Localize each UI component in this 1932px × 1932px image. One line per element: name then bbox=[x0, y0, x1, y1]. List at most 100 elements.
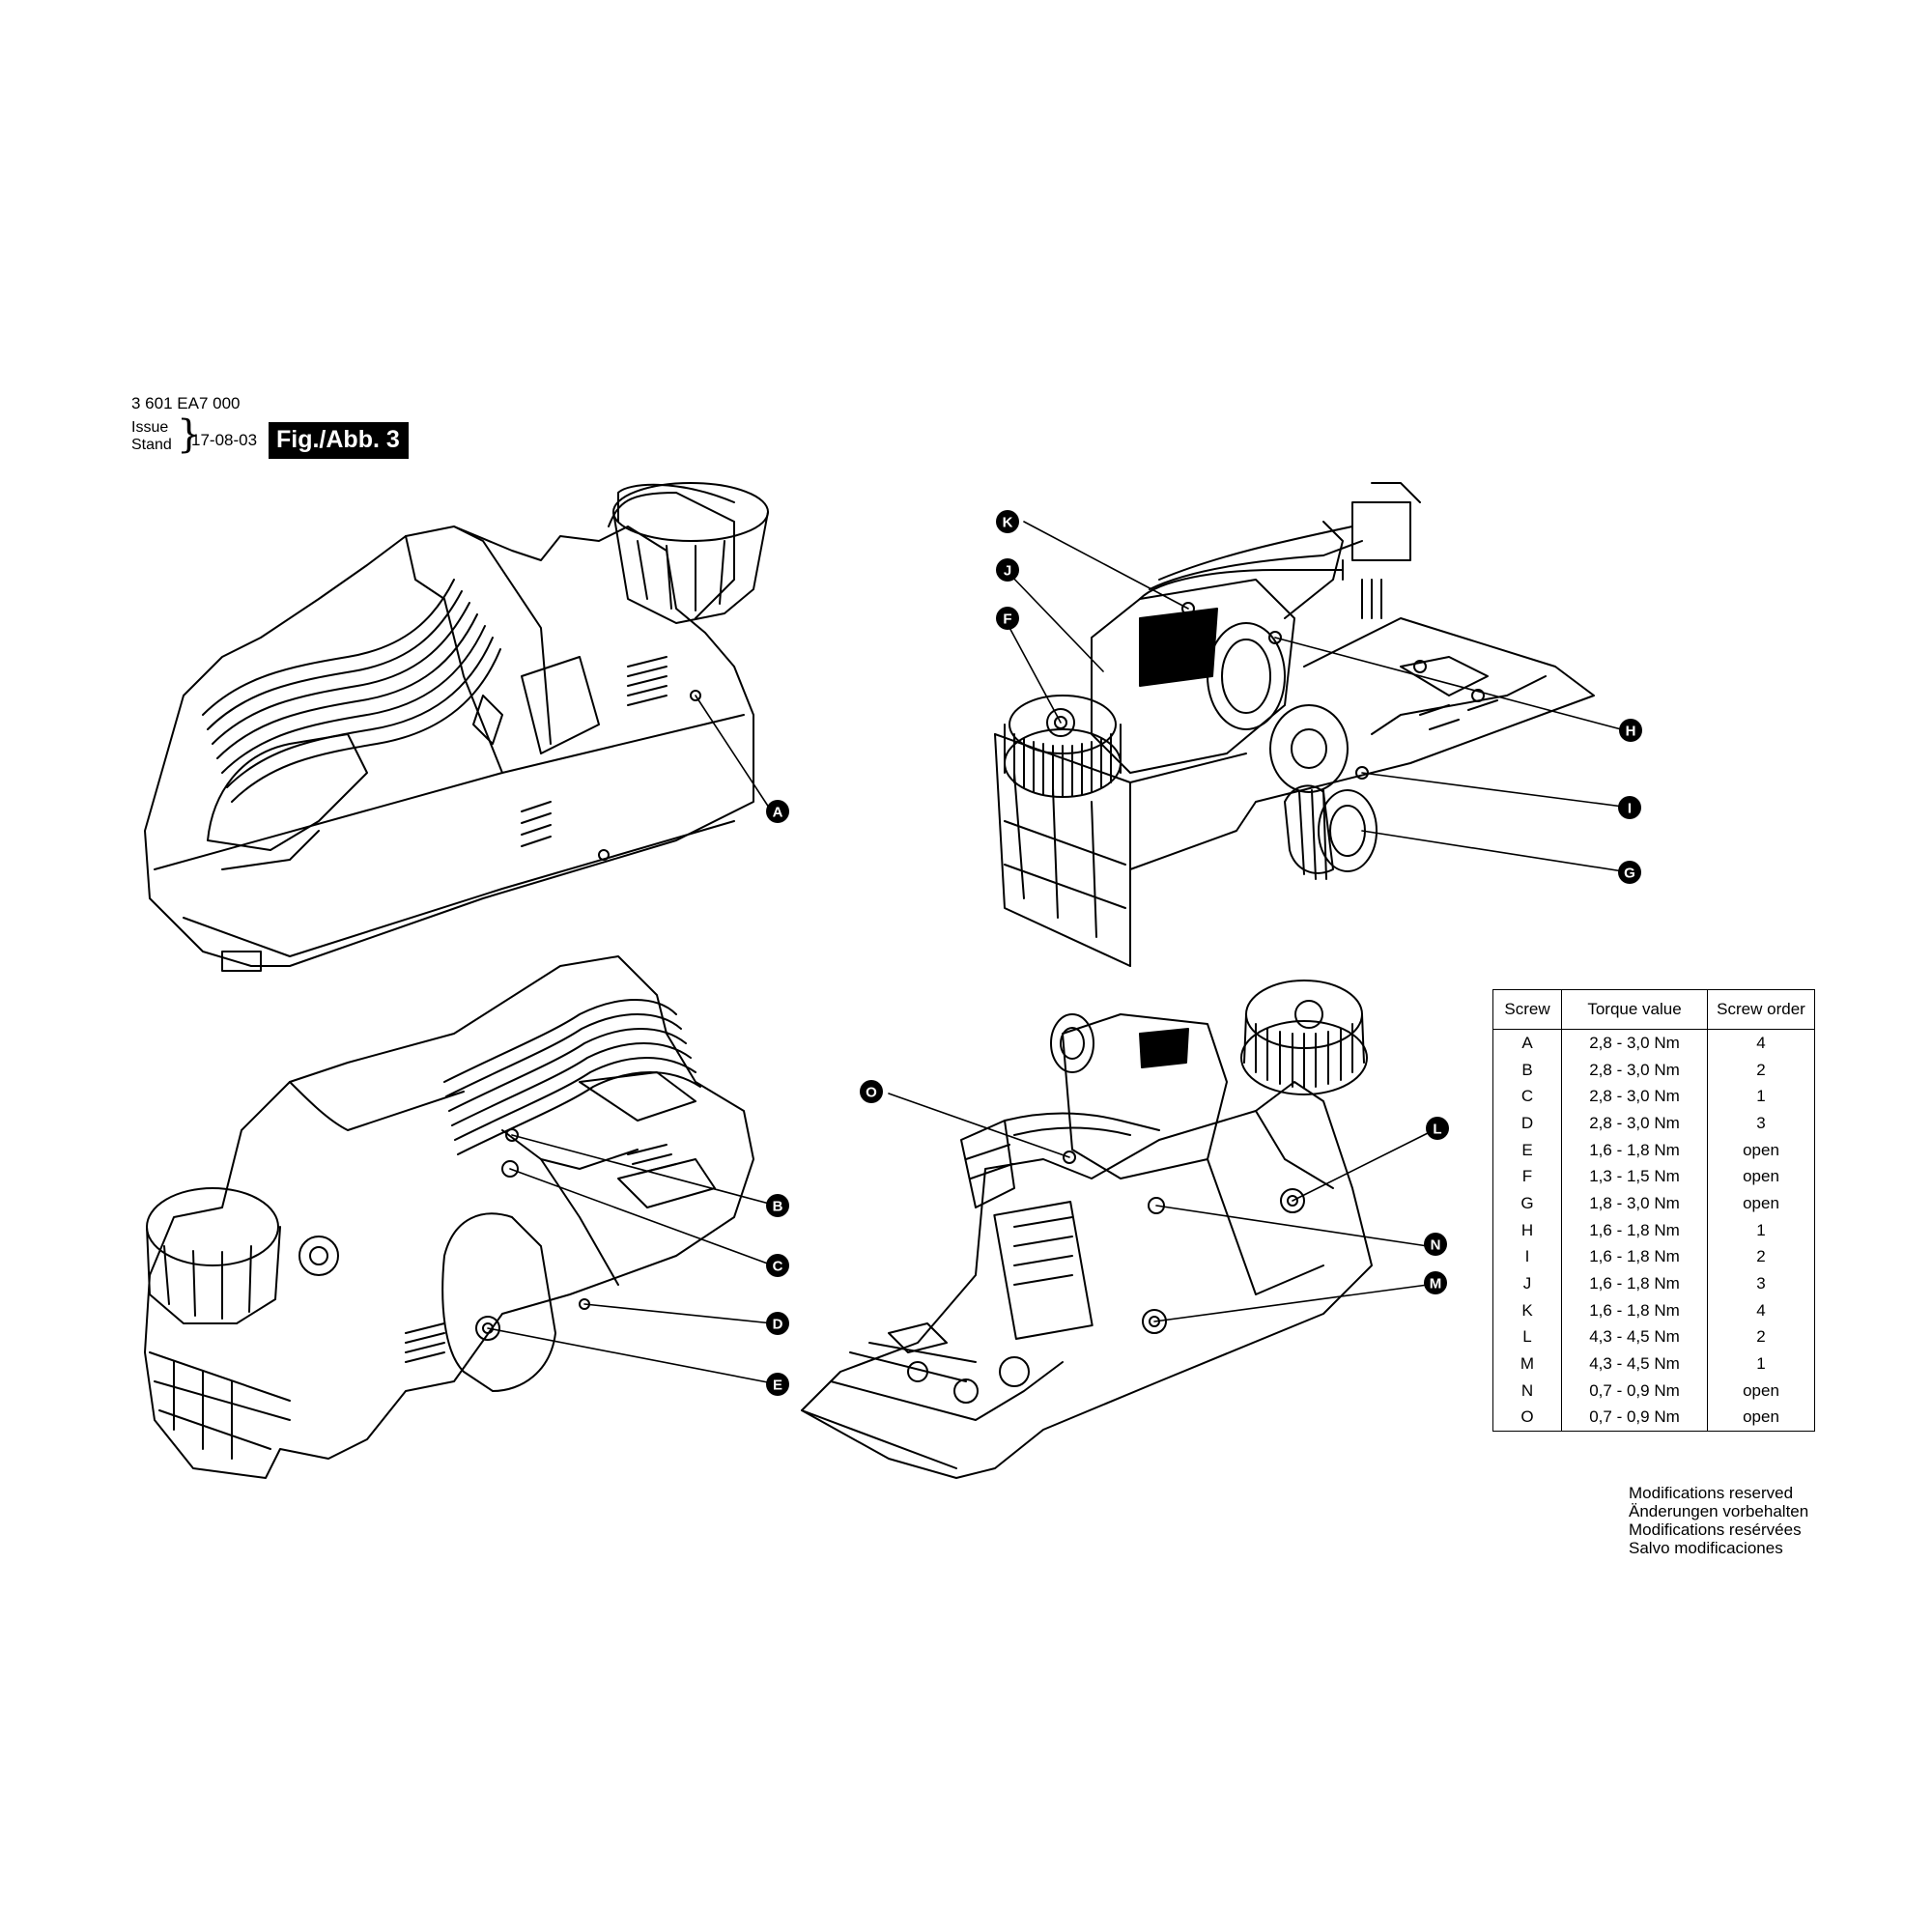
callout-l: L bbox=[1426, 1117, 1449, 1140]
callout-g-label: G bbox=[1624, 866, 1635, 882]
cell-screw: J bbox=[1492, 1270, 1562, 1297]
callout-n-label: N bbox=[1431, 1237, 1441, 1254]
housing-view-top-left bbox=[144, 482, 769, 972]
callout-o: O bbox=[860, 1080, 883, 1103]
callout-c: C bbox=[766, 1254, 789, 1277]
callout-e: E bbox=[766, 1373, 789, 1396]
cell-screw: H bbox=[1492, 1216, 1562, 1244]
cell-torque: 0,7 - 0,9 Nm bbox=[1561, 1404, 1708, 1433]
callout-f-label: F bbox=[1003, 611, 1011, 628]
issue-brace: } bbox=[177, 412, 202, 457]
cell-order: 1 bbox=[1707, 1216, 1815, 1244]
cell-torque: 4,3 - 4,5 Nm bbox=[1561, 1350, 1708, 1378]
callout-a-label: A bbox=[773, 805, 783, 821]
cell-screw: K bbox=[1492, 1296, 1562, 1324]
cell-torque: 1,6 - 1,8 Nm bbox=[1561, 1270, 1708, 1297]
callout-n: N bbox=[1424, 1233, 1447, 1256]
callout-a: A bbox=[766, 800, 789, 823]
cell-order: 4 bbox=[1707, 1296, 1815, 1324]
cell-screw: E bbox=[1492, 1136, 1562, 1164]
callout-k: K bbox=[996, 510, 1019, 533]
callout-i: I bbox=[1618, 796, 1641, 819]
part-number: 3 601 EA7 000 bbox=[131, 394, 241, 412]
callout-e-label: E bbox=[773, 1378, 782, 1394]
callout-o-label: O bbox=[866, 1085, 877, 1101]
callout-j-label: J bbox=[1004, 563, 1011, 580]
cell-screw: O bbox=[1492, 1404, 1562, 1433]
modifications-de: Änderungen vorbehalten bbox=[1629, 1502, 1809, 1520]
cell-order: open bbox=[1707, 1163, 1815, 1191]
callout-j: J bbox=[996, 558, 1019, 582]
cell-torque: 1,6 - 1,8 Nm bbox=[1561, 1243, 1708, 1271]
callout-c-label: C bbox=[773, 1259, 783, 1275]
cell-torque: 0,7 - 0,9 Nm bbox=[1561, 1377, 1708, 1405]
cell-torque: 1,8 - 3,0 Nm bbox=[1561, 1190, 1708, 1217]
cell-screw: A bbox=[1492, 1029, 1562, 1057]
issue-label: Issue bbox=[131, 419, 169, 436]
cell-order: 2 bbox=[1707, 1323, 1815, 1351]
cell-screw: N bbox=[1492, 1377, 1562, 1405]
cell-screw: D bbox=[1492, 1110, 1562, 1137]
callout-m: M bbox=[1424, 1271, 1447, 1294]
cell-order: 2 bbox=[1707, 1056, 1815, 1084]
callout-d-label: D bbox=[773, 1317, 783, 1333]
callout-m-label: M bbox=[1430, 1276, 1442, 1293]
cell-screw: M bbox=[1492, 1350, 1562, 1378]
issue-stand-labels: Issue Stand bbox=[131, 419, 172, 454]
callout-l-label: L bbox=[1433, 1122, 1441, 1138]
cell-screw: G bbox=[1492, 1190, 1562, 1217]
callout-b: B bbox=[766, 1194, 789, 1217]
cell-torque: 1,6 - 1,8 Nm bbox=[1561, 1216, 1708, 1244]
table-header-row: Screw Torque value Screw order bbox=[1492, 989, 1815, 1030]
cell-torque: 1,3 - 1,5 Nm bbox=[1561, 1163, 1708, 1191]
callout-f: F bbox=[996, 607, 1019, 630]
stand-label: Stand bbox=[131, 437, 172, 453]
housing-view-bottom-left bbox=[144, 955, 754, 1479]
cell-torque: 1,6 - 1,8 Nm bbox=[1561, 1296, 1708, 1324]
cell-order: open bbox=[1707, 1136, 1815, 1164]
motor-assembly-view-top-right bbox=[994, 482, 1595, 967]
cell-order: open bbox=[1707, 1377, 1815, 1405]
callout-b-label: B bbox=[773, 1199, 783, 1215]
cell-screw: L bbox=[1492, 1323, 1562, 1351]
header-screw: Screw bbox=[1492, 989, 1562, 1030]
cell-order: open bbox=[1707, 1190, 1815, 1217]
cell-order: 1 bbox=[1707, 1350, 1815, 1378]
callout-d: D bbox=[766, 1312, 789, 1335]
cell-torque: 2,8 - 3,0 Nm bbox=[1561, 1056, 1708, 1084]
cell-order: 3 bbox=[1707, 1110, 1815, 1137]
cell-torque: 1,6 - 1,8 Nm bbox=[1561, 1136, 1708, 1164]
modifications-es: Salvo modificaciones bbox=[1629, 1539, 1783, 1557]
cell-torque: 2,8 - 3,0 Nm bbox=[1561, 1083, 1708, 1111]
cell-torque: 2,8 - 3,0 Nm bbox=[1561, 1110, 1708, 1137]
cell-order: 1 bbox=[1707, 1083, 1815, 1111]
cell-screw: B bbox=[1492, 1056, 1562, 1084]
issue-date: 17-08-03 bbox=[191, 431, 258, 449]
modifications-note: Modifications reserved Änderungen vorbeh… bbox=[1629, 1484, 1808, 1557]
modifications-fr: Modifications resérvées bbox=[1629, 1520, 1802, 1539]
cell-screw: F bbox=[1492, 1163, 1562, 1191]
cell-order: 4 bbox=[1707, 1029, 1815, 1057]
figure-label: Fig./Abb. 3 bbox=[269, 422, 409, 459]
leader-lines bbox=[487, 521, 1626, 1384]
callout-i-label: I bbox=[1628, 801, 1632, 817]
callout-g: G bbox=[1618, 861, 1641, 884]
header-screw-order: Screw order bbox=[1707, 989, 1815, 1030]
